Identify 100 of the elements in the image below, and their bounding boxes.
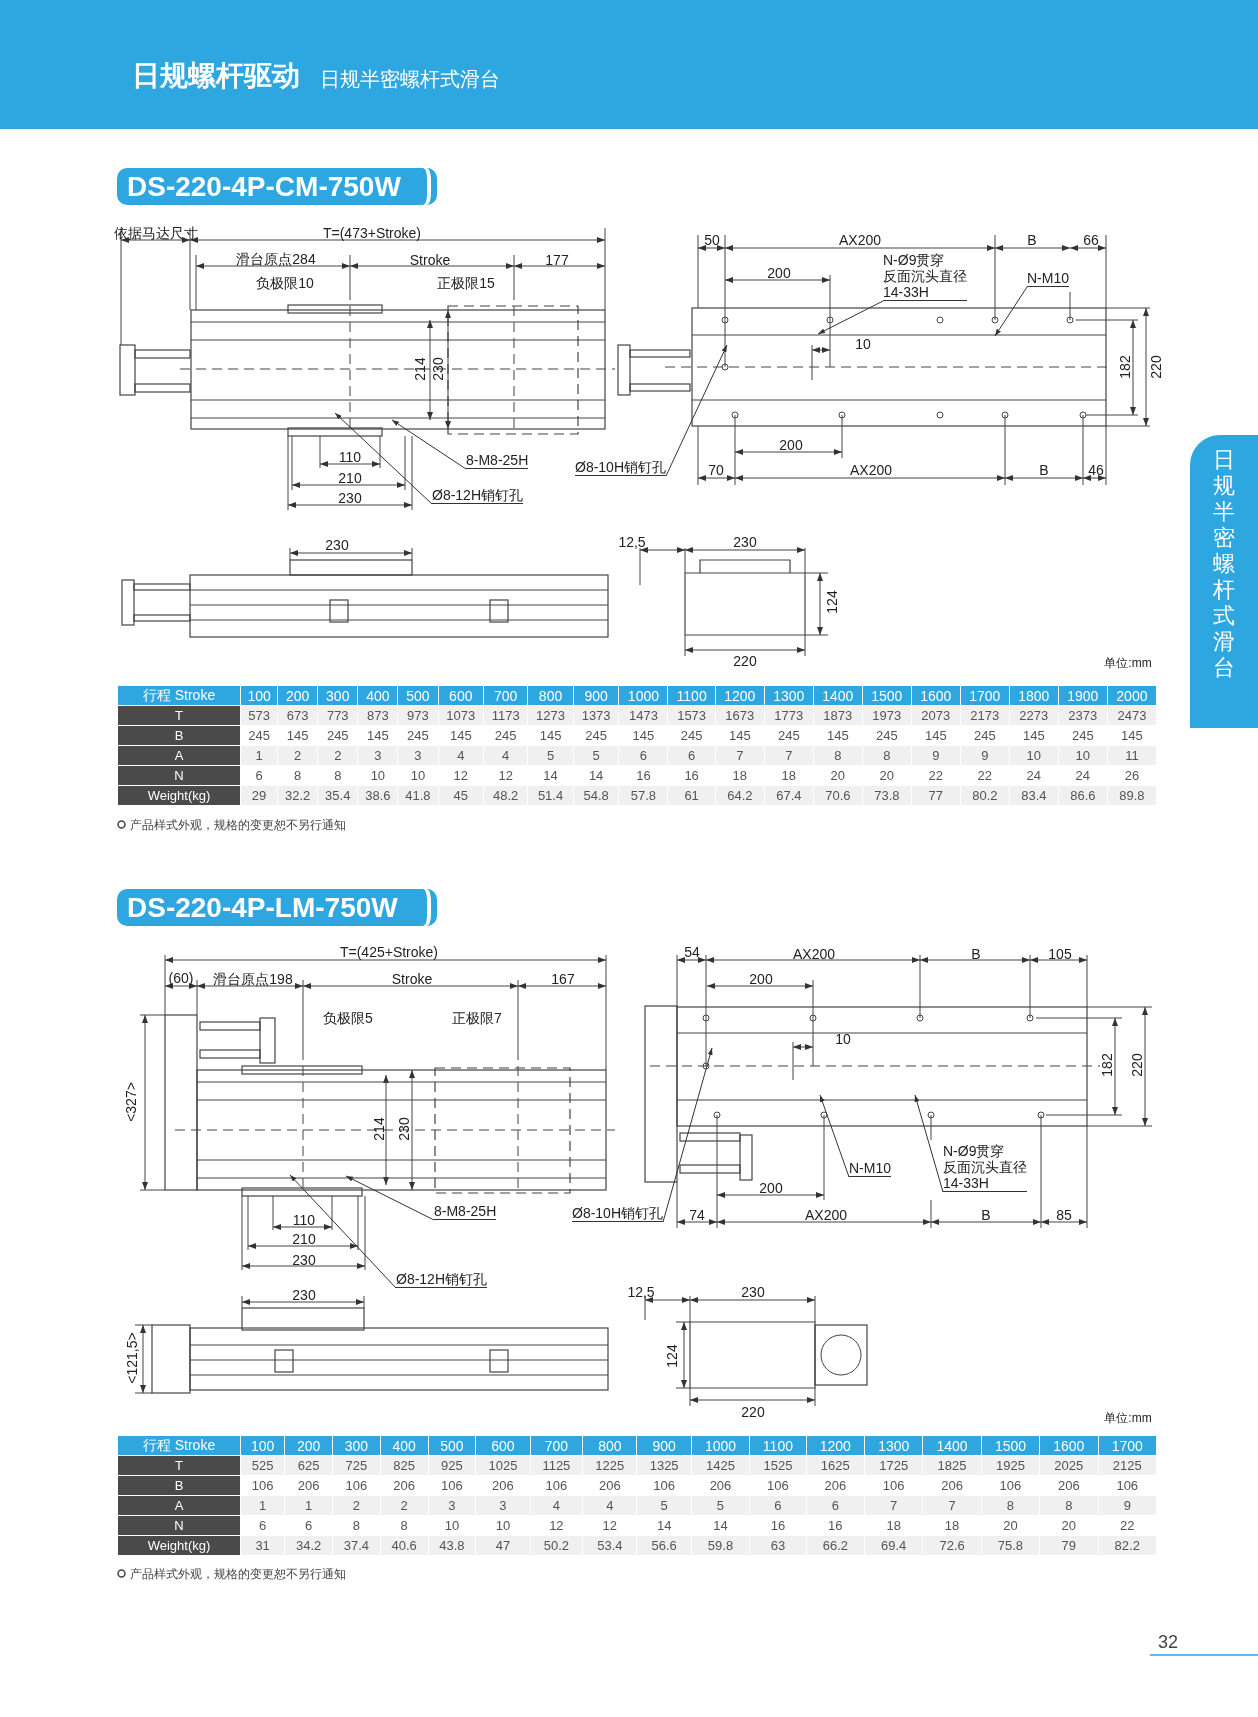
callout-label: Ø8-10H销钉孔: [575, 459, 667, 477]
leader-line: [819, 1094, 850, 1178]
row-header: N: [117, 1515, 241, 1536]
column-header: 1100: [667, 685, 716, 706]
dimension-label: 214: [413, 357, 427, 381]
column-header: 700: [530, 1435, 583, 1456]
row-header: A: [117, 1495, 241, 1516]
unit-note: 单位:mm: [1104, 1412, 1152, 1424]
column-header: 400: [380, 1435, 428, 1456]
column-header: 1600: [1039, 1435, 1098, 1456]
callout-label: Ø8-12H销钉孔: [432, 487, 524, 505]
leader-line: [345, 1175, 435, 1221]
column-header: 1200: [806, 1435, 865, 1456]
column-header: 1300: [764, 685, 814, 706]
row-header: Weight(kg): [117, 1535, 241, 1556]
column-header: 600: [475, 1435, 531, 1456]
dimension-label: 230: [741, 1285, 765, 1299]
column-header: 900: [573, 685, 619, 706]
leader-line: [334, 412, 433, 505]
row-header: N: [117, 765, 241, 786]
callout-label: N-Ø9贯穿 反面沉头直径 14-33H: [883, 252, 967, 302]
callout-label: Ø8-10H销钉孔: [572, 1205, 664, 1223]
row-header: A: [117, 745, 241, 766]
column-header: 1000: [691, 1435, 750, 1456]
dimension-label: 230: [431, 357, 445, 381]
dimension-label: 220: [1130, 1053, 1144, 1077]
column-header: 100: [240, 1435, 285, 1456]
footnote: 产品样式外观，规格的变更恕不另行通知: [130, 817, 346, 834]
column-header: 200: [284, 1435, 333, 1456]
slide-top-view-drawing: [119, 304, 616, 437]
dimension-label: 200: [779, 438, 803, 452]
column-header: 1200: [715, 685, 765, 706]
row-header: T: [117, 1455, 241, 1476]
dimension-label: 200: [759, 1181, 783, 1195]
column-header: 1600: [911, 685, 961, 706]
dimension-label: 70: [708, 463, 724, 477]
dimension-label: AX200: [805, 1208, 847, 1222]
dimension-label: 12,5: [618, 535, 646, 549]
column-header: 600: [438, 685, 484, 706]
slide-side-view-drawing: [151, 1307, 609, 1394]
dimension-label: 230: [338, 491, 362, 505]
column-header: 400: [357, 685, 398, 706]
slide-end-view-drawing: [689, 1321, 868, 1389]
dimension-label: 220: [733, 654, 757, 668]
dimension-label: 182: [1100, 1053, 1114, 1077]
column-header: 700: [483, 685, 528, 706]
dimension-label: 200: [749, 972, 773, 986]
callout-label: N-M10: [1027, 270, 1069, 288]
dimension-label: 105: [1048, 947, 1072, 961]
column-header: 2000: [1107, 685, 1157, 706]
column-header: 1500: [862, 685, 912, 706]
dimension-label: 230: [325, 538, 349, 552]
dimension-label: 124: [665, 1344, 679, 1368]
table-cell: 6: [240, 765, 278, 786]
column-header: 300: [317, 685, 358, 706]
column-header: 100: [240, 685, 278, 706]
dimension-label: 200: [767, 266, 791, 280]
callout-label: 8-M8-25H: [466, 452, 529, 470]
column-header: 1400: [922, 1435, 982, 1456]
dimension-label: 66: [1083, 233, 1099, 247]
dimension-label: 85: [1056, 1208, 1072, 1222]
dimension-label: 50: [704, 233, 720, 247]
column-header: 1300: [864, 1435, 923, 1456]
dimension-label: 230: [292, 1253, 316, 1267]
row-header: B: [117, 1475, 241, 1496]
leader-line: [391, 419, 467, 470]
column-header: 1100: [749, 1435, 807, 1456]
column-header: 1700: [960, 685, 1010, 706]
page-subtitle: 日规半密螺杆式滑台: [320, 67, 500, 92]
page-title: 日规螺杆驱动: [132, 59, 300, 93]
table-cell: 106: [240, 1475, 285, 1496]
column-header: 1000: [618, 685, 668, 706]
dimension-label: 182: [1118, 355, 1132, 379]
row-header: B: [117, 725, 241, 746]
footnote: 产品样式外观，规格的变更恕不另行通知: [130, 1566, 346, 1583]
model-heading: DS-220-4P-LM-750W: [117, 889, 437, 926]
column-header: 行程 Stroke: [117, 685, 241, 706]
dimension-label: 230: [397, 1117, 411, 1141]
column-header: 行程 Stroke: [117, 1435, 241, 1456]
column-header: 1500: [981, 1435, 1040, 1456]
dimension-label: 滑台原点284: [236, 252, 316, 266]
dimension-label: 110: [338, 450, 362, 464]
table-cell: 6: [240, 1515, 285, 1536]
callout-label: N-M10: [849, 1160, 891, 1178]
leader-line: [914, 1094, 944, 1193]
column-header: 300: [332, 1435, 381, 1456]
side-tab: 日规半密螺杆式滑台: [1190, 435, 1258, 728]
callout-label: 8-M8-25H: [434, 1203, 497, 1221]
dimension-label: 177: [545, 253, 569, 267]
dimension-label: Stroke: [391, 972, 433, 986]
dimension-label: 12,5: [627, 1285, 655, 1299]
dimension-label: <327>: [124, 1082, 138, 1122]
dimension-label: T=(425+Stroke): [339, 945, 439, 959]
leader-line: [994, 286, 1028, 337]
dimension-label: B: [1039, 463, 1049, 477]
column-header: 1400: [813, 685, 863, 706]
dimension-label: AX200: [839, 233, 881, 247]
dimension-label: 220: [1149, 355, 1163, 379]
dimension-label: B: [981, 1208, 991, 1222]
column-header: 900: [637, 1435, 692, 1456]
